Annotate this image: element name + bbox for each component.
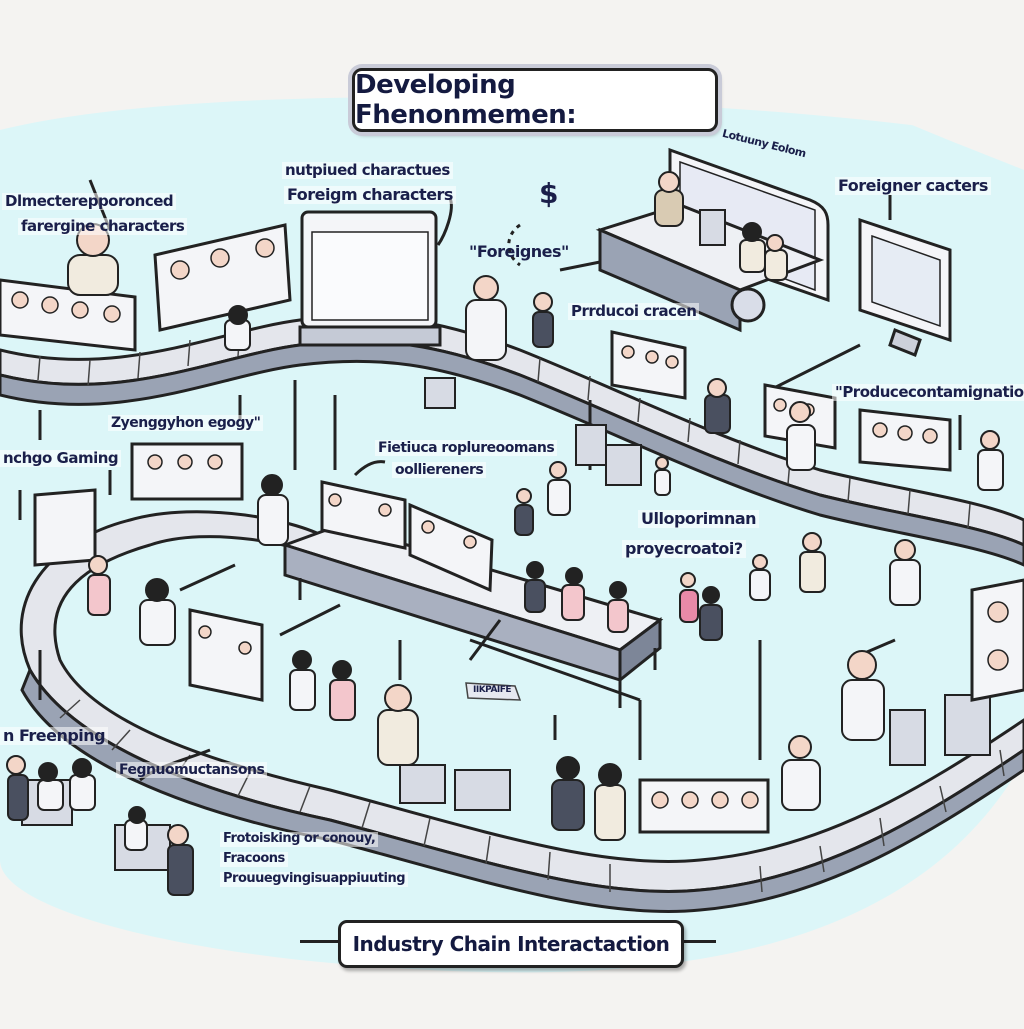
person — [87, 555, 111, 616]
label-top-left-2: farergine characters — [18, 217, 188, 236]
person — [514, 488, 534, 536]
label-top-left-1: Dlmecterepporonced — [2, 192, 177, 211]
person — [699, 586, 723, 641]
label-top-mid-2: Foreigm characters — [284, 185, 456, 205]
person — [167, 824, 194, 896]
label-freenping: n Freenping — [0, 726, 109, 746]
person — [524, 561, 546, 613]
label-fetiuca-1: Fietiuca roplureoomans — [375, 440, 558, 457]
person — [289, 650, 316, 711]
flow-arrows — [18, 179, 962, 782]
person — [329, 660, 356, 721]
footer-title: Industry Chain Interactaction — [352, 932, 670, 956]
label-bottom-1: Frotoisking or conouy, — [220, 831, 379, 847]
label-producecontamination: "Producecontamignation — [832, 383, 1024, 402]
person — [786, 401, 816, 471]
person — [654, 456, 671, 496]
person — [607, 581, 629, 633]
label-foreignes: "Foreignes" — [469, 242, 569, 261]
person — [561, 567, 585, 621]
label-top-mid-1: nutpiued charactues — [282, 161, 453, 180]
screen-chengo — [130, 442, 244, 501]
person — [739, 222, 766, 273]
display-screens — [0, 223, 1024, 834]
person — [841, 650, 885, 741]
person — [547, 461, 571, 516]
dollar-icon: $ — [539, 177, 558, 210]
person — [257, 474, 289, 546]
screen-faces — [11, 238, 1009, 809]
person — [224, 305, 251, 351]
title-banner: Developing Fhenonmemen: — [352, 68, 718, 132]
person — [654, 171, 684, 227]
label-price-tag: IIKPAIFE — [473, 685, 512, 695]
footer-line-left — [300, 940, 340, 943]
label-zyengghon: Zyenggyhon egogy" — [108, 415, 264, 432]
person — [124, 806, 148, 851]
label-chengo-gaming: nchgo Gaming — [0, 449, 122, 468]
people-figures — [6, 171, 1004, 896]
person — [679, 572, 699, 623]
right-monitor — [858, 217, 952, 357]
person — [532, 292, 554, 348]
goods-stacks — [21, 209, 991, 871]
person — [764, 234, 788, 281]
person — [704, 378, 731, 434]
label-ulloporimnan-2: proyecroatoi? — [622, 539, 746, 559]
person — [69, 758, 96, 811]
scene-background-corner — [760, 0, 1024, 170]
person — [377, 684, 419, 766]
screen-right-edge — [970, 578, 1024, 702]
person — [37, 762, 64, 811]
person — [977, 430, 1004, 491]
label-fetiuca-2: oolliereners — [392, 462, 487, 479]
diagram-title: Developing Fhenonmemen: — [355, 70, 577, 130]
price-tag — [465, 682, 522, 701]
person — [465, 275, 507, 361]
person — [6, 755, 29, 821]
label-foreigner-cacters: Foreigner cacters — [835, 176, 991, 196]
person — [594, 763, 626, 841]
person — [749, 554, 771, 601]
person — [551, 756, 585, 831]
person — [889, 539, 921, 606]
label-bottom-2: Fracoons — [220, 851, 288, 867]
label-ulloporimnan-1: Ulloporimnan — [638, 509, 760, 529]
label-fegnuomuctansons: Fegnuomuctansons — [116, 762, 268, 779]
person — [781, 735, 821, 811]
scene-background-wash — [0, 97, 1024, 973]
upper-conveyor-slats — [37, 329, 971, 529]
footer-banner: Industry Chain Interactaction — [338, 920, 684, 968]
laptop-top — [298, 210, 442, 347]
screen-left-kiosk — [33, 488, 97, 567]
label-product-cracen: Prrducoi cracen — [568, 302, 700, 321]
screen-center-1 — [320, 480, 407, 550]
label-bottom-3: Prouuegvingisuappiuuting — [220, 871, 409, 887]
person — [139, 578, 176, 646]
footer-line-right — [676, 940, 716, 943]
screen-lower-left — [188, 608, 264, 702]
person — [799, 532, 826, 593]
